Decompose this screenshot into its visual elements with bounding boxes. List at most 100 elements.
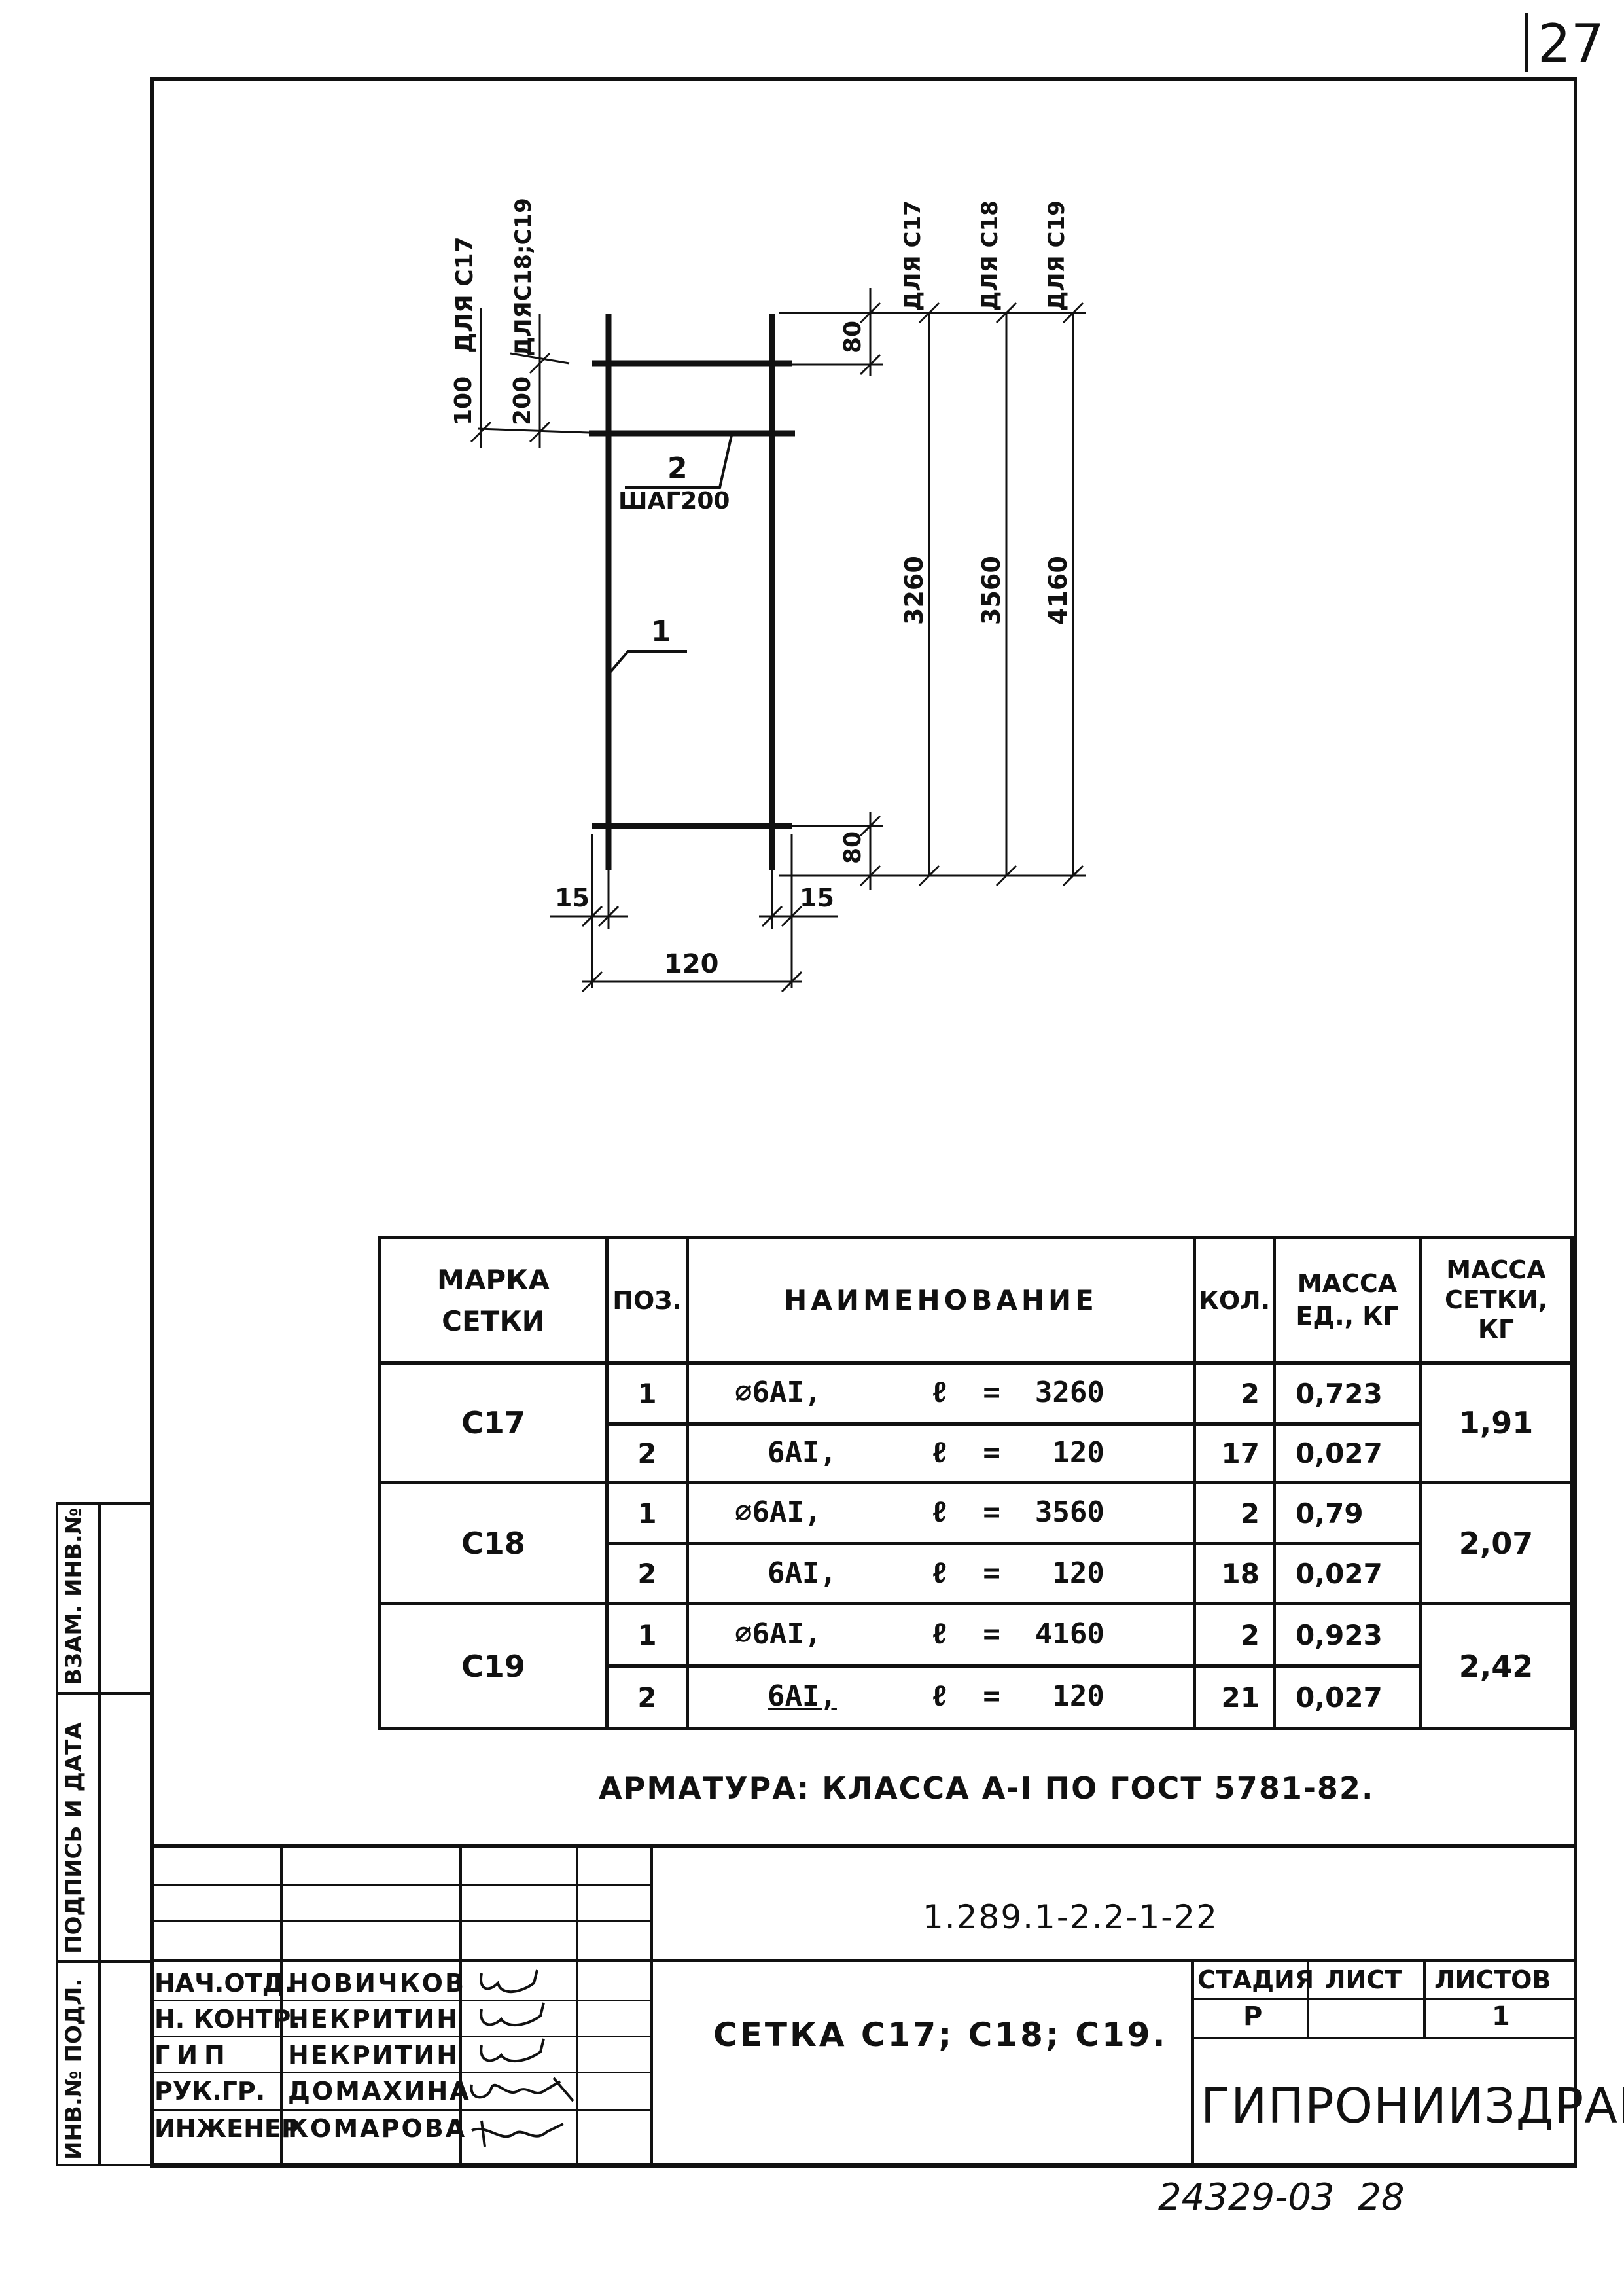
dim-80-top: 80 <box>839 320 866 353</box>
bar-spec: 6АI, <box>768 1556 837 1590</box>
tb-line-c <box>150 1959 1577 1962</box>
qty-cell: 2 <box>1193 1602 1276 1668</box>
name-cell: 6АI,ℓ = 120 <box>686 1422 1196 1484</box>
signatures <box>470 1969 574 2147</box>
side-stamp-divider <box>98 1502 101 2166</box>
name-cell: ⌀6АI, ℓ = 3260 <box>686 1361 1196 1426</box>
pos-1-leader <box>607 650 687 675</box>
len-label-c18: ДЛЯ С18 <box>977 200 1003 311</box>
mass-cell: 0,027 <box>1273 1664 1422 1730</box>
pos-2-leader <box>625 435 733 489</box>
stage-label: СТАДИЯ <box>1197 1965 1315 1994</box>
spec-header-row: МАРКА СЕТКИ ПОЗ. НАИМЕНОВАНИЕ КОЛ. МАССА… <box>378 1236 1574 1365</box>
side-inv-orig: ИНВ.№ ПОДЛ. <box>61 1978 87 2160</box>
qty-cell: 21 <box>1193 1664 1276 1730</box>
table-row: С17 1 ⌀6АI, ℓ = 3260 2 0,723 1,91 <box>378 1361 1574 1484</box>
staff-role: РУК.ГР. <box>154 2077 266 2106</box>
header-unit-mass: МАССА ЕД., КГ <box>1273 1236 1422 1365</box>
pos-cell: 1 <box>605 1361 689 1426</box>
staff-role: ГИП <box>154 2041 232 2070</box>
mesh-drawing <box>470 288 1086 993</box>
table-row: С19 1 ⌀6АI,ℓ = 4160 2 0,923 2,42 <box>378 1602 1574 1730</box>
dim-100: 100 <box>450 376 477 425</box>
stage-value: Р <box>1243 2001 1263 2032</box>
signature-2 <box>480 2002 545 2027</box>
tb-top-line <box>150 1844 1577 1848</box>
pos-cell: 1 <box>605 1481 689 1545</box>
dim-15-right: 15 <box>800 884 834 912</box>
dim-80-bottom: 80 <box>839 831 866 864</box>
reinforcement-note: АРМАТУРА: КЛАССА А-I ПО ГОСТ 5781-82. <box>599 1770 1375 1806</box>
len-label-c19: ДЛЯ С19 <box>1044 200 1070 311</box>
bar-spec: ⌀6АI, <box>735 1376 822 1409</box>
signature-4 <box>470 2077 574 2102</box>
doc-code: 1.289.1-2.2-1-22 <box>923 1898 1218 1936</box>
sheet-title: СЕТКА С17; С18; С19. <box>713 2016 1168 2054</box>
pos-2-label: 2 <box>667 452 688 485</box>
side-stamp-sep-1 <box>56 1692 152 1695</box>
page-number-divider <box>1525 13 1528 72</box>
bar-length: ℓ = 4160 <box>931 1617 1104 1651</box>
staff-name: ДОМАХИНА <box>288 2077 471 2106</box>
staff-role: НАЧ.ОТД. <box>154 1969 294 1998</box>
qty-cell: 2 <box>1193 1361 1276 1426</box>
bar-length: ℓ = 120 <box>931 1679 1104 1713</box>
bar-spec: ⌀6АI, <box>735 1496 822 1529</box>
side-repl-inv: ВЗАМ. ИНВ.№ <box>61 1507 87 1685</box>
dim-120: 120 <box>664 949 719 979</box>
mark-cell: С17 <box>378 1361 609 1484</box>
tb-v-3 <box>576 1844 578 2165</box>
tb-v-6 <box>1307 1960 1309 2039</box>
signature-3 <box>480 2038 545 2063</box>
mark-cell: С18 <box>378 1481 609 1605</box>
bar-spec: ⌀6АI, <box>735 1617 822 1651</box>
organization-name: ГИПРОНИИЗДРАВ <box>1201 2078 1624 2134</box>
page-number: 27 <box>1538 13 1604 74</box>
signature-1 <box>480 1969 538 1994</box>
pos-2-pitch: ШАГ200 <box>618 488 730 514</box>
header-net-mass: МАССА СЕТКИ, КГ <box>1419 1236 1574 1365</box>
bar-spec: 6АI, <box>768 1679 837 1713</box>
header-name: НАИМЕНОВАНИЕ <box>686 1236 1196 1365</box>
len-c18: 3560 <box>977 556 1006 625</box>
tb-v-5 <box>1191 1960 1194 2164</box>
spec-table: МАРКА СЕТКИ ПОЗ. НАИМЕНОВАНИЕ КОЛ. МАССА… <box>378 1236 1574 1730</box>
staff-role: Н. КОНТР. <box>154 2005 300 2034</box>
tb-line-b <box>150 1920 651 1922</box>
name-cell: ⌀6АI, ℓ = 4160 <box>686 1602 1196 1668</box>
pos-1-label: 1 <box>651 615 671 649</box>
mass-cell: 0,723 <box>1273 1361 1422 1426</box>
dim-label-for-c18-c19: ДЛЯС18;С19 <box>510 198 537 357</box>
qty-cell: 18 <box>1193 1542 1276 1605</box>
mass-cell: 0,79 <box>1273 1481 1422 1545</box>
tb-line-e <box>150 2036 651 2037</box>
table-row: С18 1 ⌀6АI,ℓ = 3560 2 0,79 2,07 <box>378 1481 1574 1605</box>
net-mass-cell: 1,91 <box>1419 1361 1574 1484</box>
sheet-label: ЛИСТ <box>1325 1965 1402 1994</box>
dim-15-left: 15 <box>555 884 590 912</box>
side-sign-date: ПОДПИСЬ И ДАТА <box>61 1722 87 1954</box>
pos-cell: 2 <box>605 1422 689 1484</box>
mass-cell: 0,027 <box>1273 1542 1422 1605</box>
bar-length: ℓ = 3560 <box>931 1496 1104 1529</box>
name-cell: 6АI, ℓ = 120 <box>686 1542 1196 1605</box>
bar-length: ℓ = 120 <box>931 1435 1104 1469</box>
tb-stage-line-1 <box>1191 1998 1577 2000</box>
tb-line-d <box>150 2000 651 2001</box>
bar-length: ℓ = 3260 <box>931 1376 1104 1409</box>
table-row: 2 6АI,ℓ = 120 18 0,027 <box>380 1542 1572 1605</box>
net-mass-cell: 2,42 <box>1419 1602 1574 1730</box>
header-qty: КОЛ. <box>1193 1236 1276 1365</box>
name-cell: ⌀6АI, ℓ = 3560 <box>686 1481 1196 1545</box>
bar-length: ℓ = 120 <box>931 1556 1104 1590</box>
mass-cell: 0,923 <box>1273 1602 1422 1668</box>
staff-name: НЕКРИТИН <box>288 2005 460 2034</box>
mark-cell: С19 <box>378 1602 609 1730</box>
header-pos: ПОЗ. <box>605 1236 689 1365</box>
mass-cell: 0,027 <box>1273 1422 1422 1484</box>
tb-v-1 <box>280 1844 283 2165</box>
name-cell: 6АI, ℓ = 120 <box>686 1664 1196 1730</box>
tb-v-2 <box>459 1844 462 2165</box>
len-c19: 4160 <box>1044 556 1072 625</box>
tb-v-4 <box>650 1844 653 2165</box>
